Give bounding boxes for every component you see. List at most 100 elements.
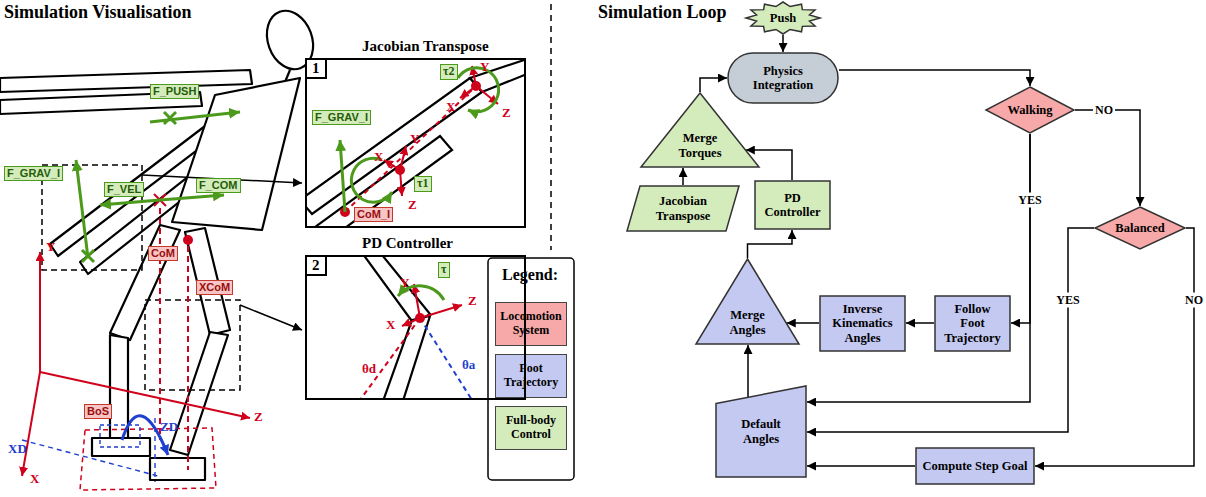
node-text-block: Follow Foot Trajectory [941,302,1004,345]
torque-label: τ1 [414,176,432,192]
node-label: Merge Torques [667,131,733,160]
callout-number: 2 [307,257,327,276]
terminal-box: Physics Integration [727,52,839,104]
force-arrows [76,112,240,262]
edge-label: YES [1016,193,1043,208]
node-outline [935,296,1010,351]
humanoid-figure [110,225,180,340]
axis-label: Y [46,240,55,255]
flow-arrow [807,228,1094,432]
flow-arrow [807,465,915,467]
data-parallelogram: Jacobian Transpose [626,185,740,232]
jacobian-inset-drawing [305,136,452,228]
flow-arrow [782,35,784,52]
zoom-callout [240,305,302,330]
pd-inset-drawing [420,305,462,318]
angle-label: θa [462,358,475,373]
process-box: Follow Foot Trajectory [934,295,1011,352]
edge-label: NO [1093,103,1115,118]
node-outline [627,186,739,231]
pd-inset-drawing [360,284,472,400]
force-label: F_VEL [104,182,144,197]
jacobian-inset-drawing [351,158,392,202]
axis-label: Y [410,132,419,147]
node-text-block: Push [770,11,796,25]
flow-arrow [906,322,934,324]
legend-heading: Legend: [502,266,558,284]
jacobian-inset-drawing [305,58,526,228]
flow-arrow [682,168,684,185]
humanoid-figure [172,78,300,230]
edge-label: YES [1054,293,1081,308]
node-text-block: Balanced [1115,221,1164,235]
inset-panel: Jacobian Transpose1 [305,58,526,228]
force-arrows [76,160,88,258]
node-text-block: Merge Torques [667,131,733,160]
node-text-block: Merge Angles [719,308,777,337]
jacobian-inset-drawing [340,68,499,212]
com-marks [40,372,250,418]
legend-swatch: Full-body Control [495,406,567,450]
axis-label: X [374,150,383,165]
pd-inset-drawing [360,318,420,400]
humanoid-figure [150,458,205,480]
jacobian-inset-drawing [384,160,400,170]
edge-label: NO [1183,293,1205,308]
humanoid-figure [0,4,321,480]
axis-label: X [446,100,455,115]
force-arrows [100,200,160,205]
pd-inset-drawing [402,318,420,326]
process-box: PD Controller [754,180,831,230]
node-label: Follow Foot Trajectory [941,302,1004,345]
point-label: XCoM [196,280,233,295]
legend-frame [488,258,574,480]
torque-label: τ [438,262,450,278]
distance-label: ZD [160,420,178,435]
pd-inset-drawing [382,316,430,400]
jacobian-inset-drawing [400,146,406,170]
force-label: F_COM [196,178,241,193]
pd-inset-drawing [414,284,420,318]
flow-arrow [1075,110,1140,206]
flow-arrow [1035,228,1194,466]
jacobian-inset-drawing [341,66,498,216]
merge-triangle: Merge Angles [695,258,800,345]
pd-inset-drawing [360,255,430,324]
flow-arrow [807,134,1030,402]
axis-label: X [386,318,395,333]
legend-swatch: Foot Trajectory [495,354,567,398]
node-label: Default Angles [722,417,800,446]
force-label: F_GRAV_I [4,166,63,181]
node-label: Balanced [1115,221,1164,235]
process-box: Inverse Kinematics Angles [819,295,906,352]
com-marks [80,428,216,490]
node-outline [986,87,1074,133]
jacobian-inset-drawing [345,86,476,212]
legend-text: Full-body Control [496,414,566,442]
flow-arrow [1011,134,1030,323]
node-label: Merge Angles [719,308,777,337]
node-label: Physics Integration [739,64,827,93]
axis-label: Z [408,198,417,213]
force-arrows [82,250,94,262]
legend-text: Foot Trajectory [496,362,566,390]
node-outline [820,296,905,351]
node-text-block: Walking [1007,103,1052,117]
node-outline [641,93,759,167]
node-text-block: Compute Step Goal [923,459,1028,473]
foot-trajectory [22,440,158,476]
humanoid-figure [0,70,252,92]
node-text-block: Default Angles [722,417,800,446]
legend-swatch: Locomotion System [495,302,567,346]
inset-title: Jacobian Transpose [362,38,489,55]
node-outline [755,181,830,229]
force-arrows [160,195,224,200]
callout-number: 1 [307,60,327,79]
force-arrows [164,112,176,124]
node-outline [696,259,799,344]
section-heading: Simulation Loop [598,2,727,23]
inset-title: PD Controller [362,235,453,252]
force-label: F_PUSH [150,84,199,99]
region-label: BoS [84,404,112,419]
